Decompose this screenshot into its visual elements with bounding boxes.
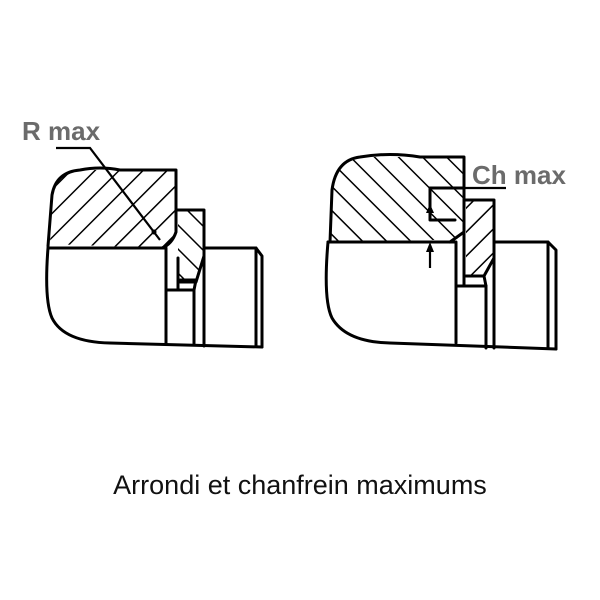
r-max-label: R max (22, 116, 101, 146)
shaft-left (45, 246, 264, 349)
housing-section-left (46, 166, 178, 250)
ch-max-label: Ch max (472, 160, 566, 190)
shaft-right (324, 230, 558, 351)
shaft-extension-left (202, 246, 264, 349)
shaft-extension-right (492, 240, 558, 351)
r-max-leader (56, 146, 161, 241)
right-diagram (324, 153, 558, 351)
left-diagram (45, 146, 264, 349)
figure-caption: Arrondi et chanfrein maximums (113, 470, 487, 500)
dimension-arrows (426, 204, 434, 268)
arrow-up-icon (426, 242, 434, 252)
housing-section-right (328, 153, 466, 244)
arrow-up-icon (426, 204, 434, 213)
ring-section-left (174, 208, 206, 292)
